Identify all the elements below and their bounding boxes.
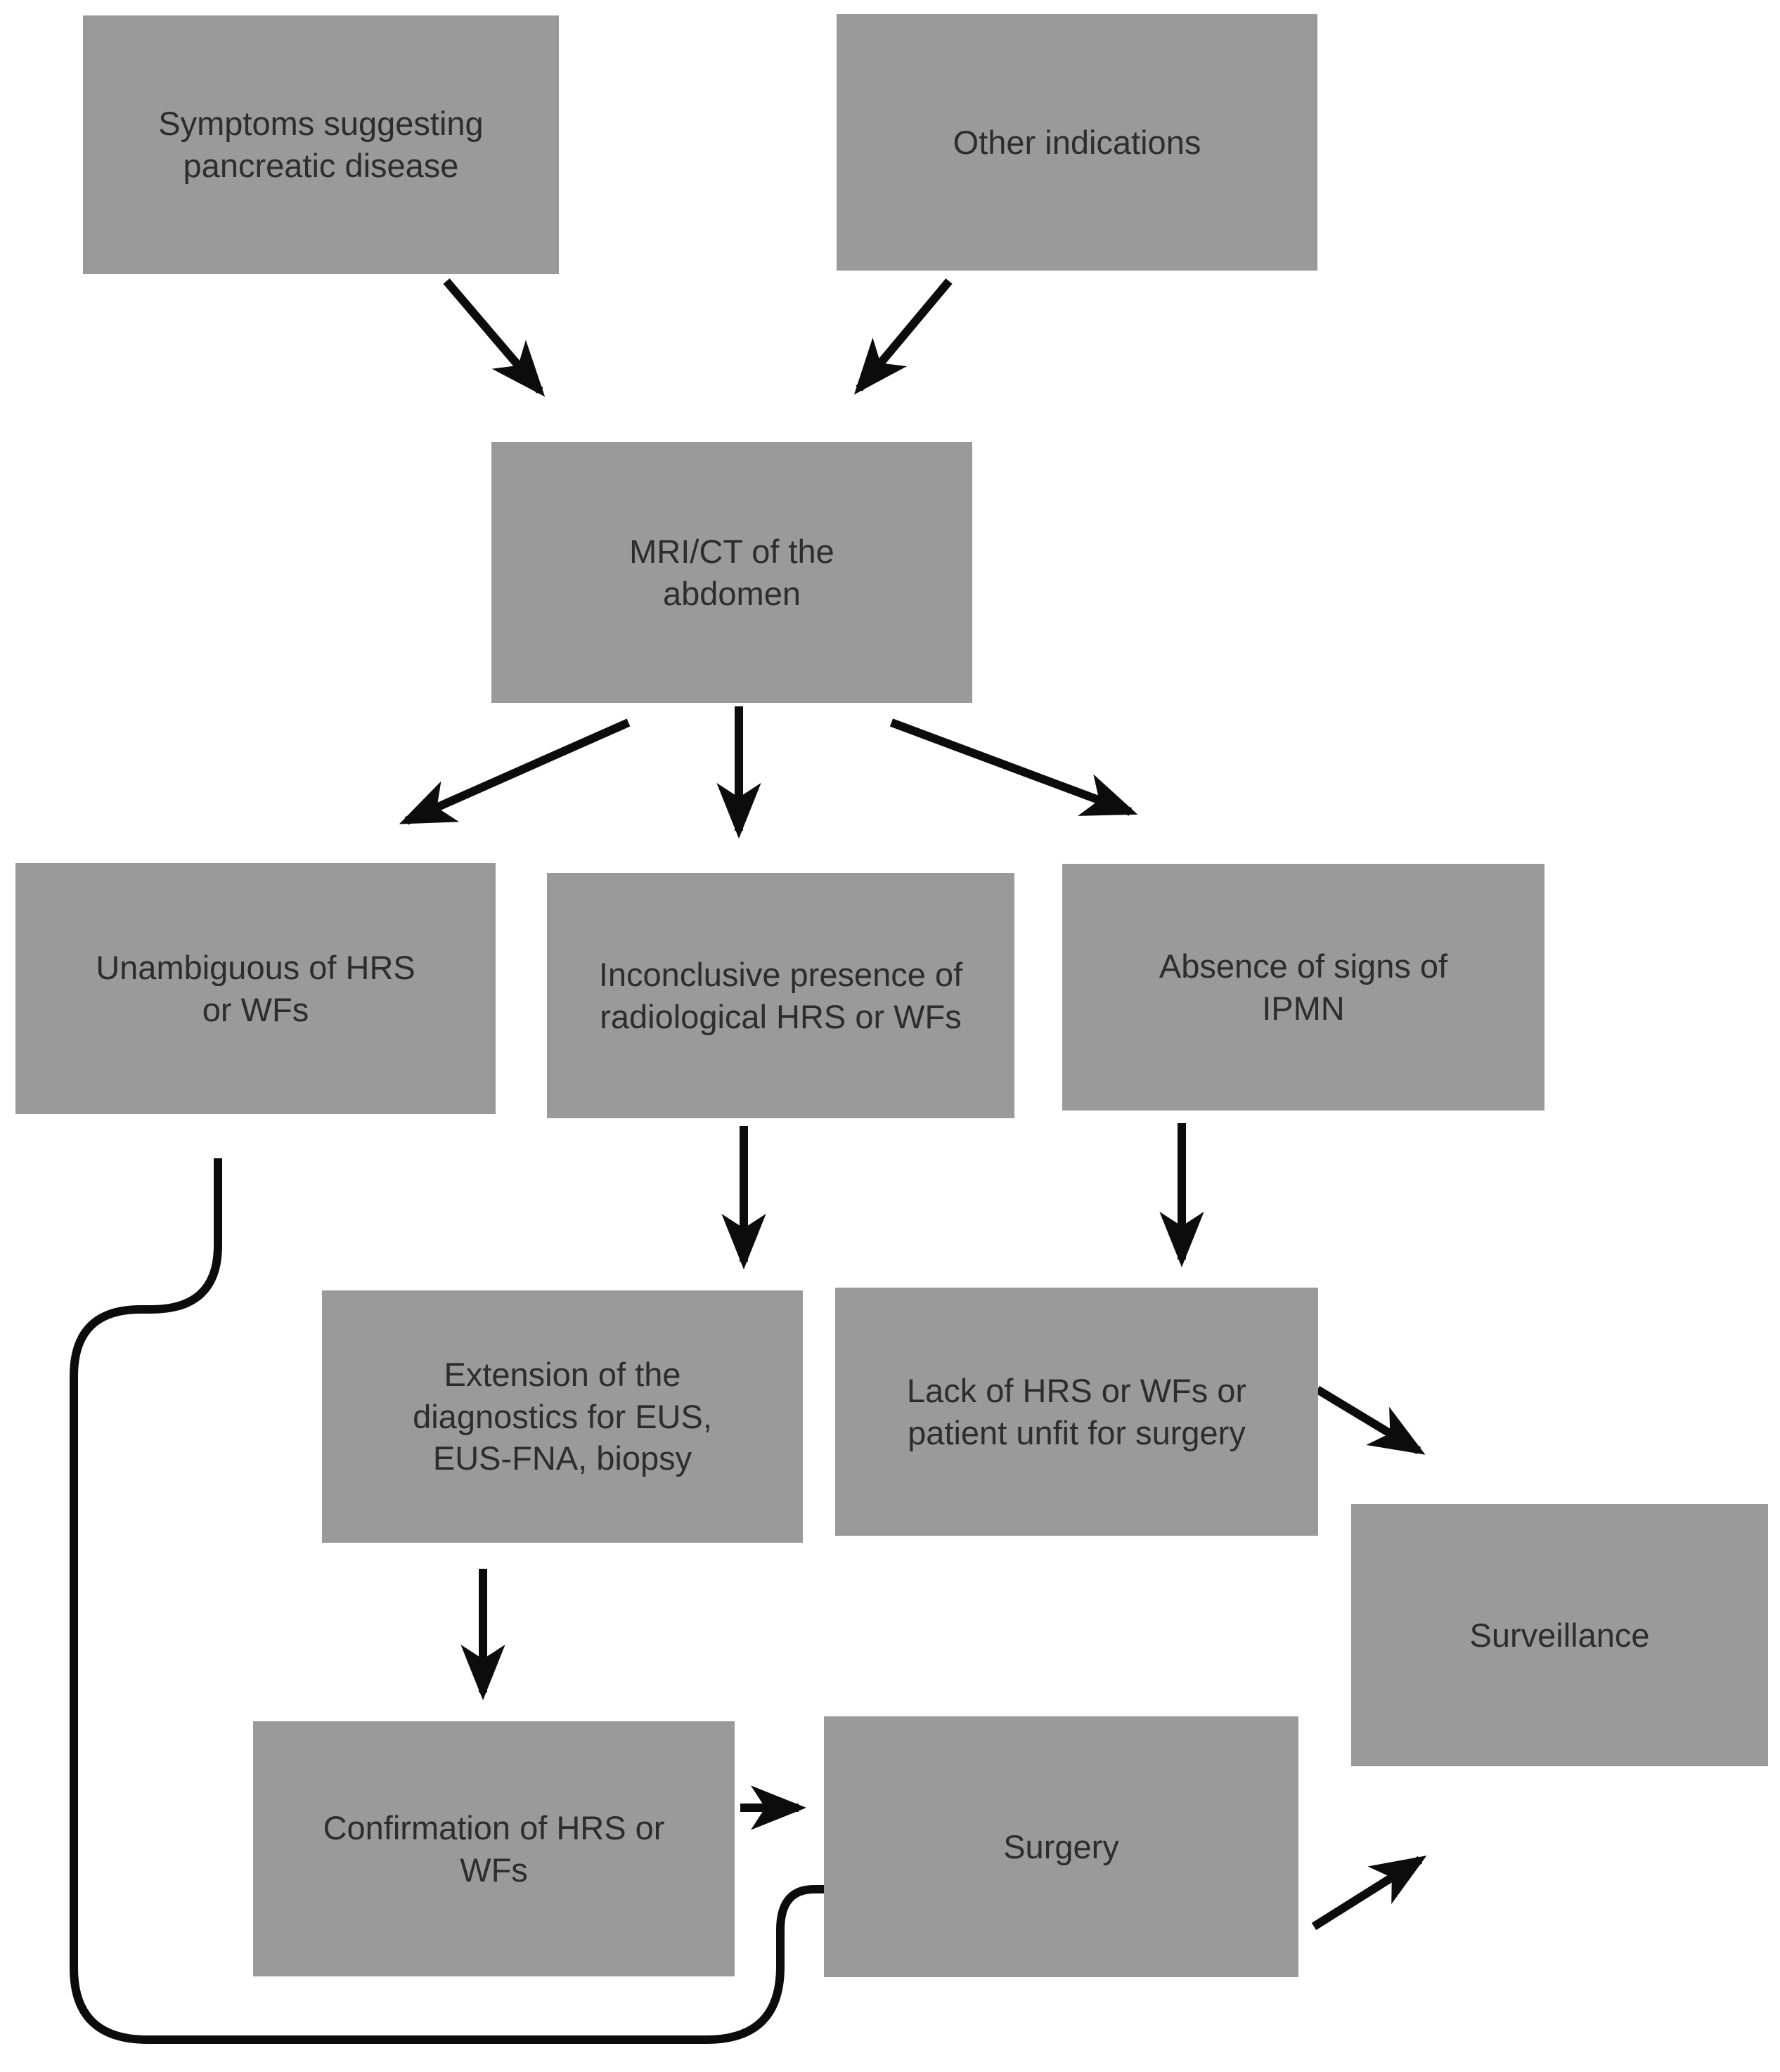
node-mri-ct-abdomen: MRI/CT of the abdomen — [491, 442, 972, 703]
edge-symptoms-to-mrict — [443, 278, 546, 397]
node-unambiguous-hrs-wfs-label: Unambiguous of HRS or WFs — [96, 948, 415, 1028]
node-extension-diagnostics: Extension of the diagnostics for EUS, EU… — [322, 1290, 803, 1543]
edge-other-to-mrict — [853, 278, 953, 395]
node-inconclusive-presence-label: Inconclusive presence of radiological HR… — [598, 955, 963, 1035]
node-surveillance: Surveillance — [1351, 1504, 1768, 1766]
node-symptoms-label: Symptoms suggesting pancreatic disease — [158, 105, 484, 184]
edge-mrict-to-unambiguous — [399, 718, 631, 825]
node-other-indications-label: Other indications — [953, 123, 1201, 161]
edge-surgery-to-surveillance — [1311, 1856, 1427, 1931]
node-absence-of-ipmn-signs: Absence of signs of IPMN — [1062, 864, 1544, 1111]
node-absence-of-ipmn-signs-label: Absence of signs of IPMN — [1159, 947, 1448, 1027]
node-unambiguous-hrs-wfs: Unambiguous of HRS or WFs — [15, 863, 496, 1114]
node-other-indications: Other indications — [837, 14, 1317, 271]
node-mri-ct-abdomen-label: MRI/CT of the abdomen — [629, 532, 834, 612]
node-extension-diagnostics-label: Extension of the diagnostics for EUS, EU… — [413, 1355, 712, 1477]
edge-mrict-to-absence — [889, 718, 1138, 816]
edge-lack-to-surveillance — [1315, 1385, 1426, 1455]
node-surveillance-label: Surveillance — [1469, 1616, 1650, 1654]
node-confirmation-hrs-wfs: Confirmation of HRS or WFs — [253, 1721, 735, 1976]
node-lack-hrs-wfs-unfit-label: Lack of HRS or WFs or patient unfit for … — [906, 1371, 1247, 1451]
node-surgery-label: Surgery — [1003, 1827, 1119, 1865]
node-symptoms: Symptoms suggesting pancreatic disease — [83, 15, 559, 274]
edge-unambiguous-to-surgery-elbow — [70, 1158, 825, 2044]
node-confirmation-hrs-wfs-label: Confirmation of HRS or WFs — [323, 1808, 665, 1889]
node-surgery: Surgery — [824, 1716, 1298, 1977]
node-inconclusive-presence: Inconclusive presence of radiological HR… — [547, 873, 1014, 1118]
node-lack-hrs-wfs-unfit: Lack of HRS or WFs or patient unfit for … — [835, 1288, 1318, 1536]
